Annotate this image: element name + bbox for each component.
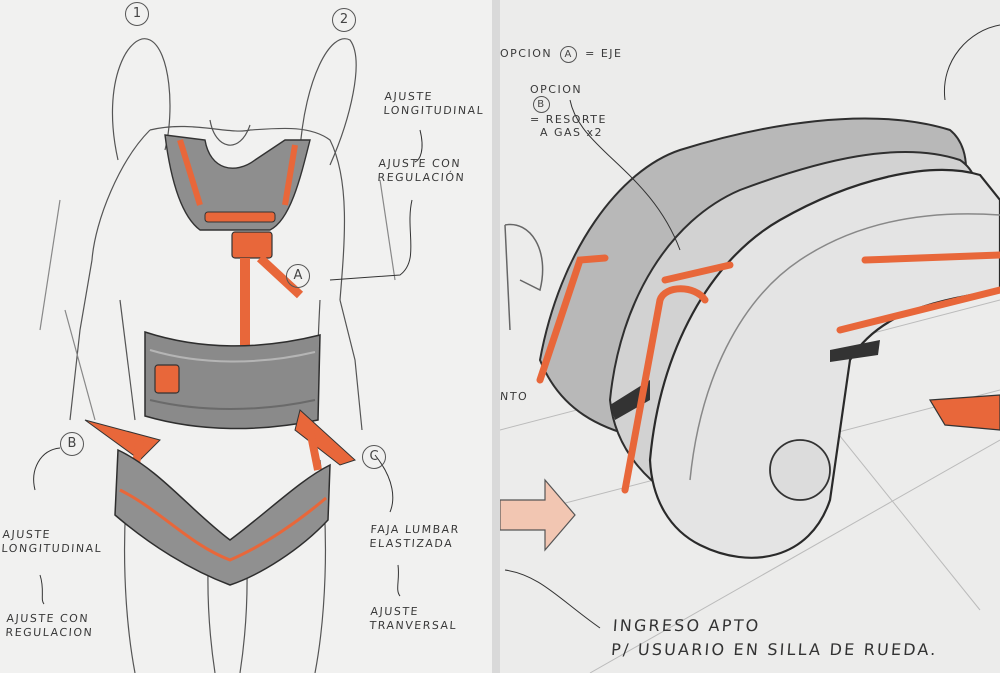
note-ajuste-transversal: AJUSTE TRANVERSAL bbox=[369, 605, 458, 632]
option-b-prefix: OPCION bbox=[529, 83, 583, 96]
view-number-2: 2 bbox=[332, 8, 356, 32]
shoulder-yoke bbox=[164, 134, 311, 231]
note-ajuste-longitudinal-left: AJUSTE LONGITUDINAL bbox=[1, 528, 103, 555]
note-faja-lumbar: FAJA LUMBAR ELASTIZADA bbox=[369, 523, 461, 550]
option-a-marker: A bbox=[560, 46, 578, 63]
panel-divider bbox=[492, 0, 500, 673]
marker-a: A bbox=[286, 264, 310, 288]
seat-belt bbox=[114, 448, 331, 586]
harness-drawing bbox=[33, 38, 423, 673]
marker-c: C bbox=[362, 445, 386, 469]
note-ajuste-longitudinal-top: AJUSTE LONGITUDINAL bbox=[383, 90, 485, 117]
option-a-prefix: OPCION bbox=[500, 47, 553, 60]
yoke-straps bbox=[177, 139, 298, 206]
bottom-note: INGRESO APTO P/ USUARIO EN SILLA DE RUED… bbox=[610, 616, 939, 659]
right-loop bbox=[299, 38, 357, 166]
note-ajuste-con-regulacion-top: AJUSTE CON REGULACIÓN bbox=[377, 157, 466, 184]
note-ajuste-con-regulacion-left: AJUSTE CON REGULACION bbox=[5, 612, 94, 639]
option-b-line: OPCION B = RESORTE A GAS x2 bbox=[500, 70, 607, 152]
option-a-text: = EJE bbox=[585, 47, 623, 60]
seat-drawing bbox=[500, 24, 1000, 673]
belt-buckle bbox=[154, 364, 180, 394]
left-loop bbox=[111, 38, 171, 161]
view-number-1: 1 bbox=[125, 2, 149, 26]
side-fragment: NTO bbox=[500, 390, 529, 403]
option-a-line: OPCION A = EJE bbox=[500, 46, 622, 63]
option-b-marker: B bbox=[532, 96, 550, 113]
option-b-text: = RESORTE A GAS x2 bbox=[529, 113, 607, 139]
harness-sketch-panel: 1 2 A B C AJUSTE LONGITUDINAL AJUSTE CON… bbox=[0, 0, 492, 673]
chest-buckle bbox=[231, 231, 273, 259]
seat-sketch-panel: OPCION A = EJE OPCION B = RESORTE A GAS … bbox=[500, 0, 1000, 673]
marker-b: B bbox=[60, 432, 84, 456]
lumbar-belt bbox=[144, 330, 321, 430]
entry-arrow bbox=[500, 478, 576, 552]
